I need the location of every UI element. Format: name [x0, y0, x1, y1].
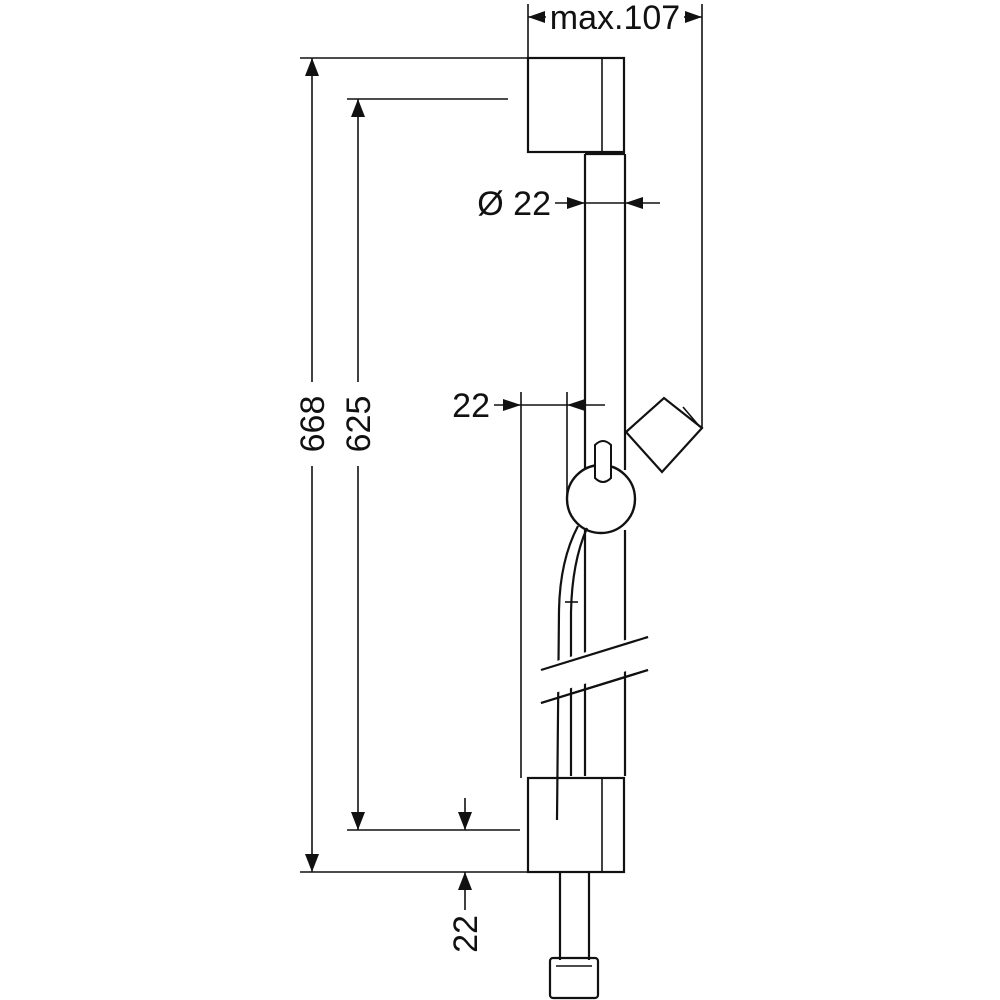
- slider-lever: [594, 440, 612, 483]
- dim-668-arrow-bottom: [305, 854, 319, 872]
- dim-625-label: 625: [340, 396, 378, 453]
- dim-max-text-bg: [546, 0, 684, 34]
- dim-668-text-bg: [296, 382, 328, 466]
- bottom-wall-bracket: [526, 776, 626, 874]
- hose-nut: [548, 956, 600, 1000]
- hose-right: [569, 527, 589, 776]
- break-line-upper-redraw: [540, 635, 649, 672]
- break-gap: [538, 634, 652, 696]
- dim-bottom-arrow-top: [458, 812, 472, 830]
- dim-max-arrow-left: [528, 11, 545, 23]
- dim-668-arrow-top: [305, 58, 319, 76]
- hand-shower-holder: [624, 396, 704, 474]
- break-line-lower-redraw: [540, 668, 649, 705]
- dim-bottom-arrow-bottom: [458, 872, 472, 890]
- dim-diameter-label: Ø 22: [477, 185, 551, 223]
- shower-rail-assembly: [526, 56, 704, 1000]
- dimension-lines: [296, 0, 703, 910]
- dim-max-label: max.107: [550, 0, 680, 37]
- dim-bottom-label: 22: [447, 915, 485, 953]
- dim-offset-arrow-left: [503, 399, 521, 411]
- dim-668-label: 668: [294, 396, 332, 453]
- dim-625-arrow-bottom: [351, 812, 365, 830]
- dim-625-arrow-top: [351, 99, 365, 117]
- dim-dia-arrow-right: [625, 197, 643, 209]
- top-wall-bracket: [526, 56, 626, 154]
- dim-max-arrow-right: [685, 11, 702, 23]
- holder-inner-line: [682, 406, 701, 428]
- hose-left: [555, 525, 579, 821]
- dim-dia-arrow-left: [567, 197, 585, 209]
- dim-625-text-bg: [342, 382, 374, 466]
- dim-offset-arrow-right: [567, 399, 585, 411]
- dim-offset-label: 22: [452, 387, 490, 425]
